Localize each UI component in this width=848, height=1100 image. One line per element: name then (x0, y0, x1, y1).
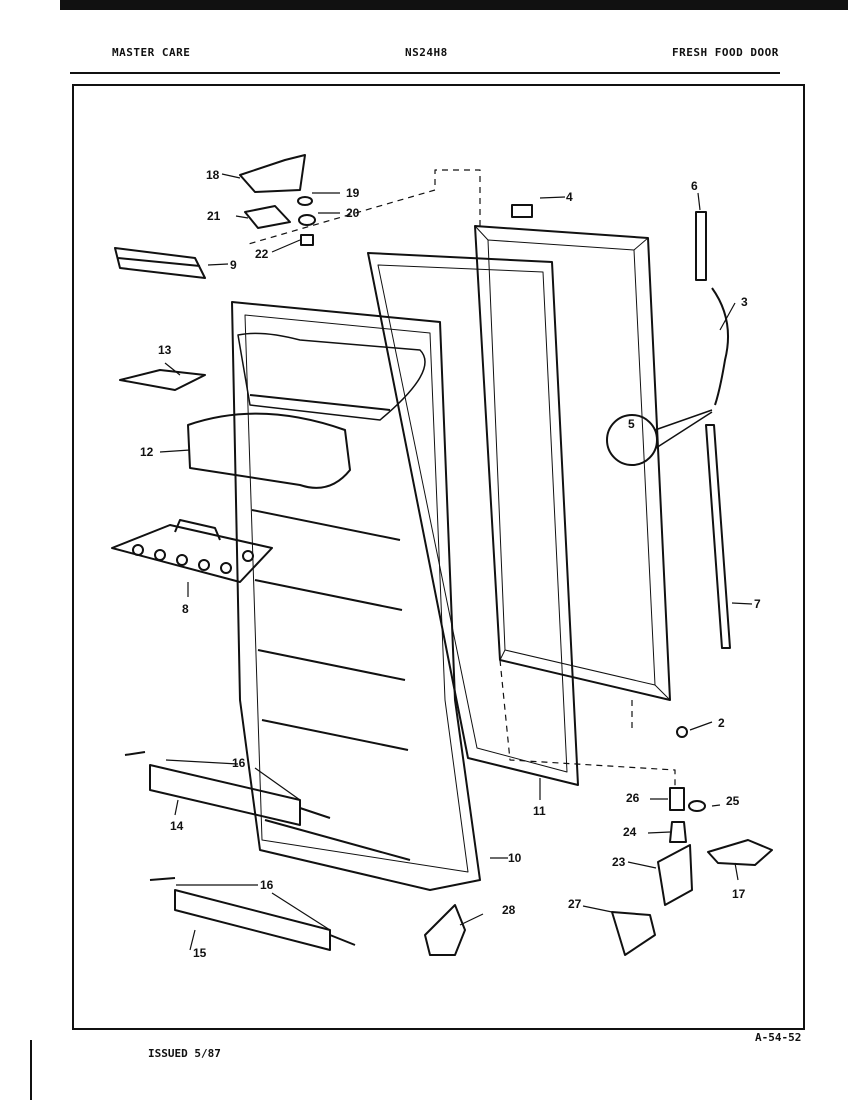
hinge-pin-lower (669, 821, 687, 843)
top-hinge (239, 154, 306, 193)
header-model: NS24H8 (405, 46, 448, 59)
bottom-hinge (657, 844, 693, 906)
hinge-plate (244, 205, 291, 229)
callout-16-upper: 16 (232, 756, 246, 770)
callout-22: 22 (255, 247, 269, 261)
header-divider (70, 72, 780, 74)
callout-12: 12 (140, 445, 154, 459)
washer (297, 196, 313, 206)
callout-17: 17 (732, 887, 746, 901)
page-code: A-54-52 (755, 1031, 802, 1044)
callout-5: 5 (628, 417, 635, 431)
callout-18: 18 (206, 168, 220, 182)
lower-bin-rail (124, 751, 331, 826)
hinge-pin (300, 234, 314, 246)
callout-26: 26 (626, 791, 640, 805)
bushing (298, 214, 316, 226)
callout-3: 3 (741, 295, 748, 309)
side-trim (705, 424, 731, 649)
issued-date: ISSUED 5/87 (148, 1047, 221, 1060)
callout-21: 21 (207, 209, 221, 223)
washer-lower (688, 800, 706, 812)
door-gasket (367, 252, 579, 786)
callout-9: 9 (230, 258, 237, 272)
outer-door-panel (474, 225, 671, 701)
header-brand: MASTER CARE (112, 46, 191, 59)
callout-20: 20 (346, 206, 360, 220)
margin-mark (30, 1040, 32, 1100)
callout-27: 27 (568, 897, 582, 911)
callout-7: 7 (754, 597, 761, 611)
hinge-bracket (707, 839, 773, 866)
callout-11: 11 (533, 804, 546, 818)
shelf-stop (119, 369, 206, 391)
header-section: FRESH FOOD DOOR (672, 46, 779, 59)
plug (676, 726, 688, 738)
cam (669, 787, 685, 811)
callout-25: 25 (726, 794, 740, 808)
inner-door-liner (231, 301, 481, 891)
cap (511, 204, 533, 218)
diagram-frame (72, 84, 805, 1030)
door-stop-cable (711, 287, 729, 406)
callout-10: 10 (508, 851, 522, 865)
callout-2: 2 (718, 716, 725, 730)
bottom-bin-rail (149, 877, 356, 951)
detail-circle (606, 414, 658, 466)
callout-4: 4 (566, 190, 573, 204)
lower-bracket (424, 904, 466, 956)
top-hinge-bar (114, 247, 206, 279)
trim-strip (695, 211, 707, 281)
callout-13: 13 (158, 343, 172, 357)
dairy-door (187, 412, 351, 489)
callout-14: 14 (170, 819, 184, 833)
callout-6: 6 (691, 179, 698, 193)
callout-15: 15 (193, 946, 207, 960)
callout-24: 24 (623, 825, 637, 839)
top-rule (60, 0, 848, 10)
egg-tray (111, 519, 273, 583)
callout-23: 23 (612, 855, 626, 869)
callout-28: 28 (502, 903, 516, 917)
callout-19: 19 (346, 186, 360, 200)
callout-16-lower: 16 (260, 878, 274, 892)
hinge-shim (611, 911, 656, 956)
callout-8: 8 (182, 602, 189, 616)
